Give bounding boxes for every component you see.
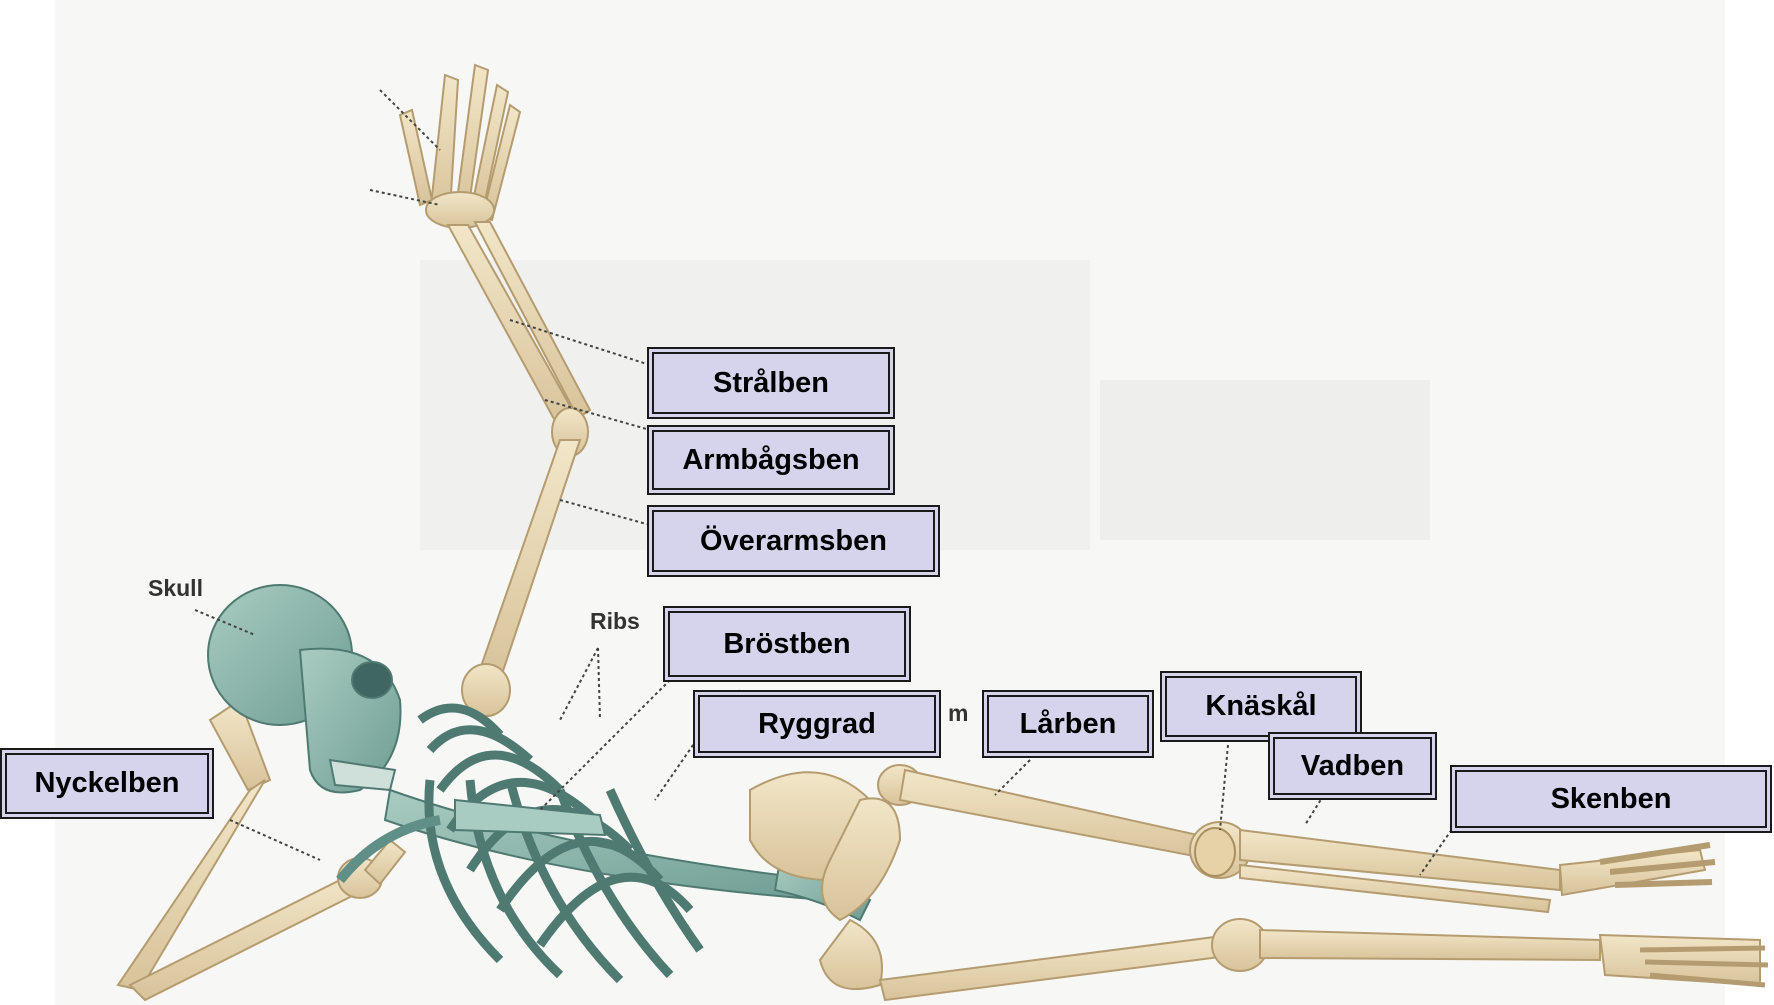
ribs-label: Ribs [590,608,640,635]
label-box-nyckelben[interactable]: Nyckelben [0,748,214,819]
partial-label: m [948,700,968,727]
upper-shin [1240,830,1715,912]
label-box-brostben[interactable]: Bröstben [663,606,911,682]
raised-upper-arm [462,440,580,716]
skull-label: Skull [148,575,203,602]
label-box-skenben[interactable]: Skenben [1450,765,1772,833]
patella [1195,828,1235,876]
lower-leg [880,919,1768,1000]
label-box-vadben[interactable]: Vadben [1268,732,1437,800]
label-box-stralben[interactable]: Strålben [647,347,895,419]
label-box-larben[interactable]: Lårben [982,690,1154,758]
upper-femur [878,765,1250,878]
label-box-armbagsben[interactable]: Armbågsben [647,425,895,495]
raised-hand [400,65,520,228]
label-box-ryggrad[interactable]: Ryggrad [693,690,941,758]
label-box-overarmsben[interactable]: Överarmsben [647,505,940,577]
